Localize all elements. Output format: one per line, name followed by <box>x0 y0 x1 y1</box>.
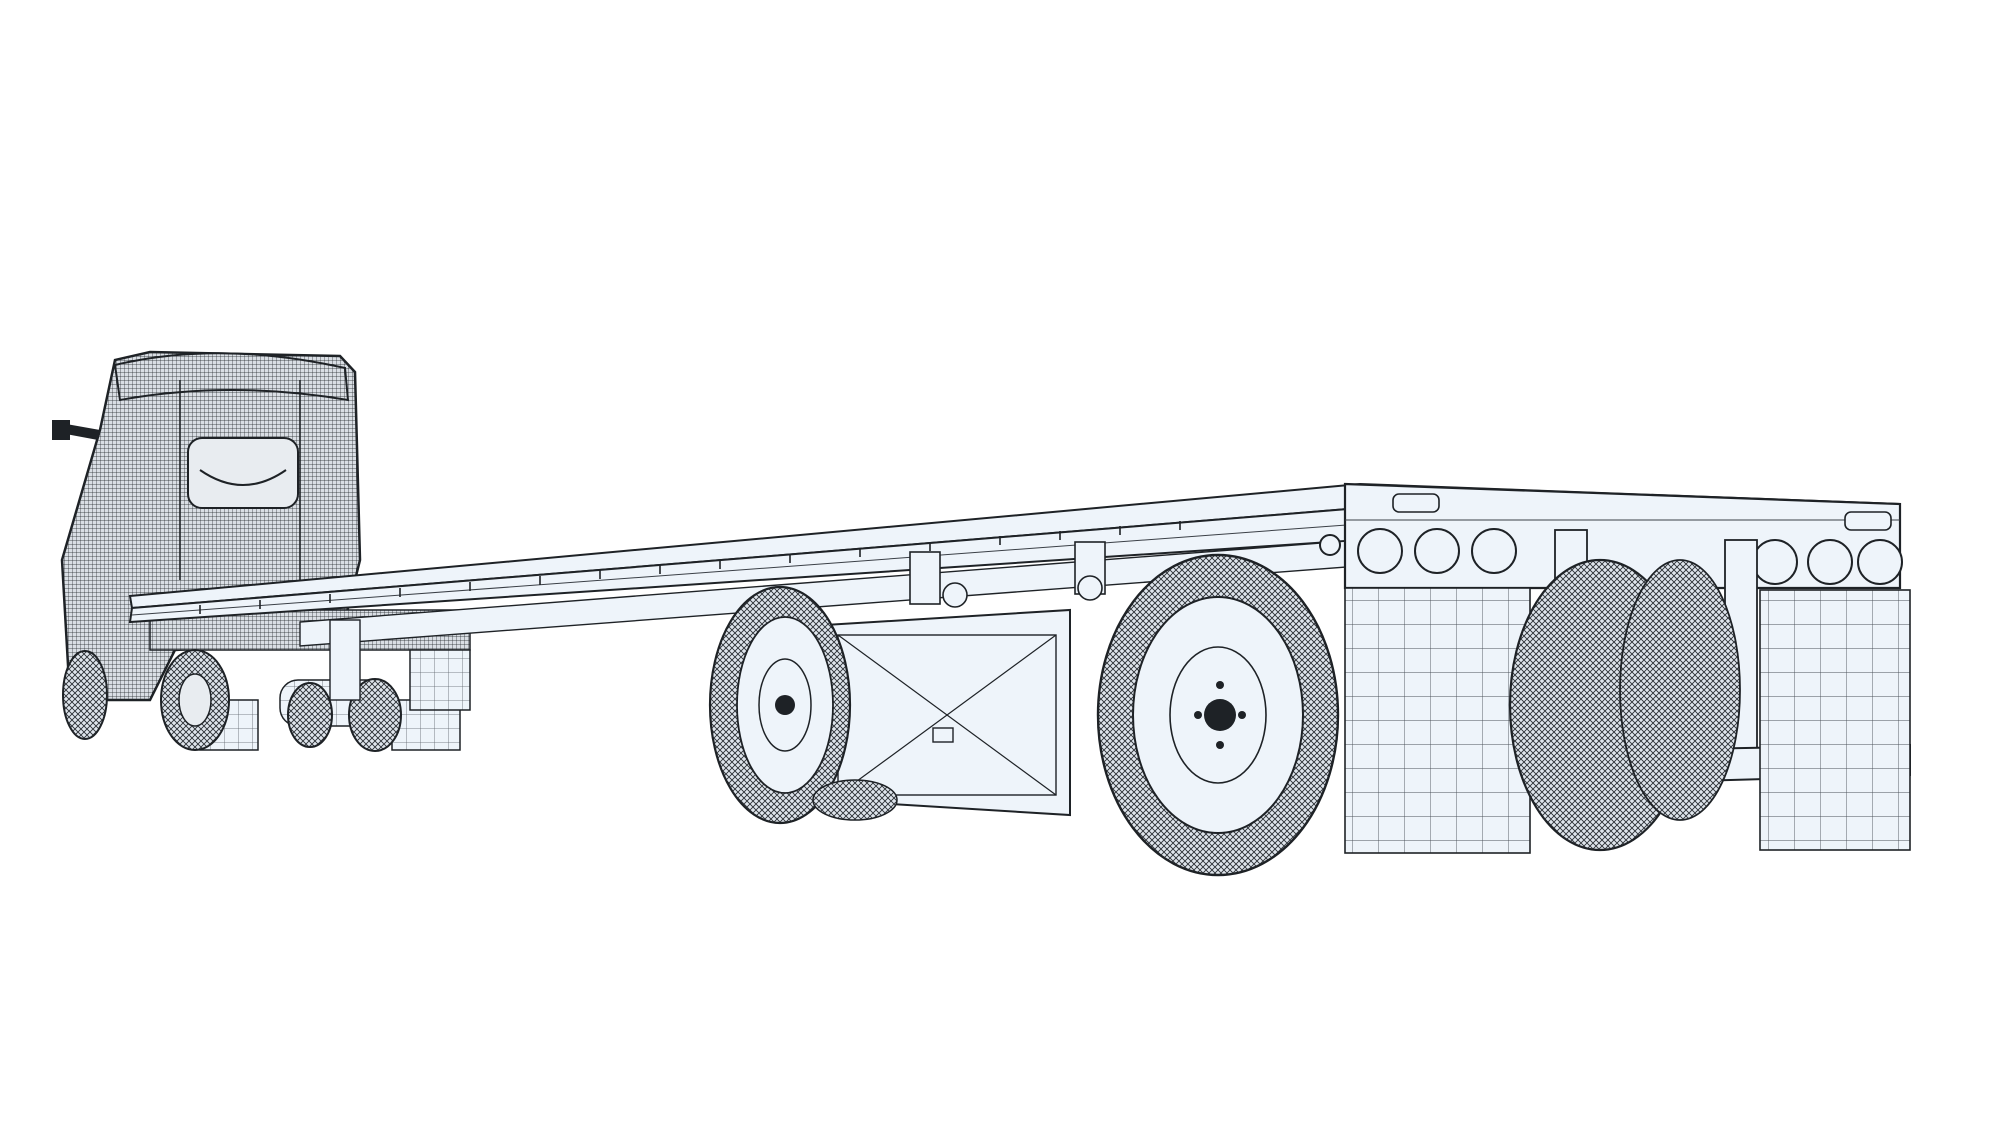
mudflap-left <box>1344 587 1531 854</box>
tail-light <box>1857 539 1903 585</box>
trailer-wheel-front <box>708 585 852 825</box>
cab-rear-window <box>187 437 299 509</box>
mirror <box>52 420 70 440</box>
toolbox-latch <box>932 727 954 743</box>
tail-light <box>1414 528 1460 574</box>
mudflaps <box>1344 587 1911 854</box>
wheel-hub <box>775 695 795 715</box>
trailer-wheel-rear-inner <box>1508 558 1741 852</box>
landing-gear-support <box>329 619 361 701</box>
trailer-wheel-rear <box>1096 553 1340 877</box>
stake-pockets <box>199 521 1181 614</box>
truck-wheel <box>287 682 333 748</box>
mudflap-right <box>1759 589 1911 851</box>
trailer-wheel-front-inner <box>812 779 898 821</box>
tail-light <box>1471 528 1517 574</box>
truck-wheel <box>62 650 108 740</box>
tail-light <box>1807 539 1853 585</box>
tail-lights-left <box>1319 528 1517 574</box>
marker-light <box>1392 493 1440 513</box>
marker-light <box>1844 511 1892 531</box>
wheel-hub <box>1204 699 1236 731</box>
truck-wheel <box>348 678 402 752</box>
tail-light <box>1752 539 1798 585</box>
tail-light <box>1357 528 1403 574</box>
trailer-wheels <box>708 553 1741 877</box>
tail-lights-right <box>1752 539 1903 585</box>
